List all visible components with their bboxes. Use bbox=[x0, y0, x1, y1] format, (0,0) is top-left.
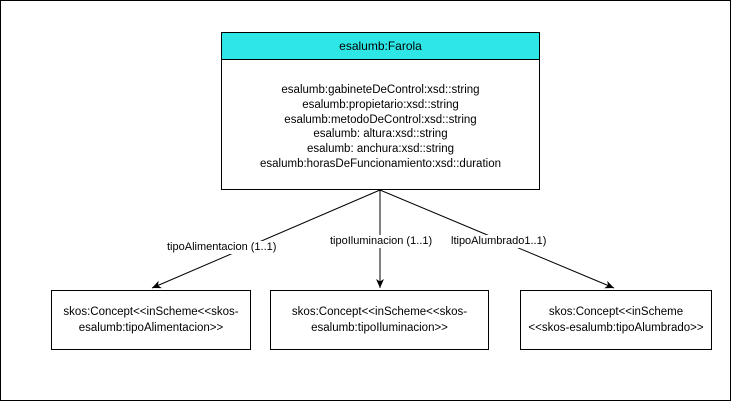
attribute-gabinetedecontrol: esalumb:gabineteDeControl:xsd::string bbox=[281, 84, 480, 96]
edge-label-tipoiluminacion: tipoIluminacion (1..1) bbox=[329, 235, 434, 248]
class-header: esalumb:Farola bbox=[222, 33, 539, 60]
concept-box-tipoalumbrado[interactable]: skos:Concept<<inScheme <<skos-esalumb:ti… bbox=[520, 290, 712, 350]
concept-line-1: skos:Concept<<inScheme<<skos- bbox=[63, 306, 239, 318]
attribute-altura: esalumb: altura:xsd::string bbox=[313, 128, 448, 141]
concept-box-tipoalimentacion[interactable]: skos:Concept<<inScheme<<skos- esalumb:ti… bbox=[51, 290, 251, 350]
concept-line-2: <<skos-esalumb:tipoAlumbrado>> bbox=[528, 322, 704, 334]
class-title: esalumb:Farola bbox=[339, 39, 422, 53]
concept-line-1: skos:Concept<<inScheme<<skos- bbox=[291, 306, 468, 318]
attribute-propietario: esalumb:propietario:xsd::string bbox=[302, 98, 459, 111]
attribute-metododecontrol: esalumb:metodoDeControl:xsd::string bbox=[284, 113, 477, 126]
concept-line-2: esalumb:tipoAlimentacion>> bbox=[78, 322, 224, 334]
concept-line-1: skos:Concept<<inScheme bbox=[548, 306, 684, 318]
attribute-horasdefuncionamiento: esalumb:horasDeFuncionamiento:xsd::durat… bbox=[260, 157, 501, 170]
edge-label-tipoalimentacion: tipoAlimentacion (1..1) bbox=[166, 241, 278, 254]
edge-line-tipoalimentacion bbox=[151, 189, 381, 289]
attribute-anchura: esalumb: anchura:xsd::string bbox=[306, 143, 455, 156]
concept-line-2: esalumb:tipoIluminacion>> bbox=[311, 322, 448, 334]
concept-box-tipoiluminacion[interactable]: skos:Concept<<inScheme<<skos- esalumb:ti… bbox=[270, 290, 489, 350]
class-attributes: esalumb:gabineteDeControl:xsd::string es… bbox=[222, 83, 539, 172]
class-box-farola[interactable]: esalumb:Farola esalumb:gabineteDeControl… bbox=[221, 32, 540, 190]
edge-label-tipoalumbrado: ltipoAlumbrado1..1) bbox=[450, 235, 548, 248]
